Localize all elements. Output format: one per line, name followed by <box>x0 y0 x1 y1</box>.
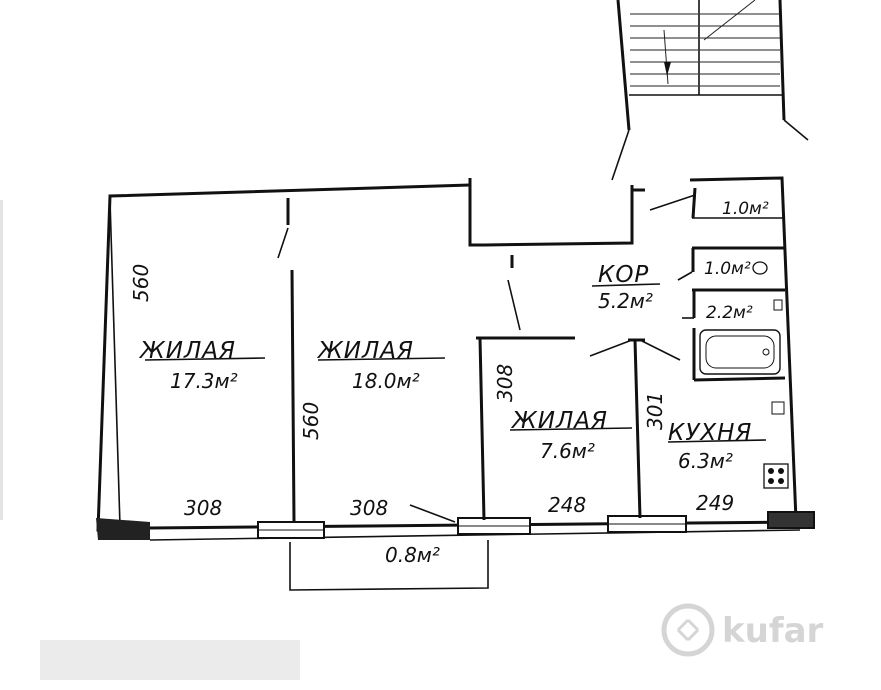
dim-width-room3: 248 <box>548 493 586 517</box>
watermark: kufar <box>661 603 824 657</box>
dim-height-room3: 308 <box>493 364 517 402</box>
room-area-toilet: 1.0м² <box>704 259 751 279</box>
walls <box>96 176 815 591</box>
room-area-kitchen: 6.3м² <box>678 449 733 473</box>
room-name-living2: ЖИЛАЯ <box>316 338 414 364</box>
room-area-corridor: 5.2м² <box>598 289 653 313</box>
room-area-bath: 2.2м² <box>706 303 753 323</box>
room-area-living3: 7.6м² <box>540 439 595 463</box>
dimension-labels: 560 560 308 308 248 249 308 301 <box>129 264 734 520</box>
room-area-balcony: 0.8м² <box>385 543 440 567</box>
dim-height-left: 560 <box>129 264 153 302</box>
room-name-living1: ЖИЛАЯ <box>138 338 236 364</box>
room-area-living2: 18.0м² <box>352 369 420 393</box>
room-labels: ЖИЛАЯ 17.3м² ЖИЛАЯ 18.0м² ЖИЛАЯ 7.6м² КО… <box>138 199 769 567</box>
scan-noise <box>0 200 300 680</box>
dim-height-mid: 560 <box>299 402 323 440</box>
dim-width-room1: 308 <box>184 496 222 520</box>
room-area-storage: 1.0м² <box>722 199 769 219</box>
dim-width-room2: 308 <box>350 496 388 520</box>
dim-width-kitchen: 249 <box>696 491 734 515</box>
room-name-corridor: КОР <box>598 262 649 288</box>
stairwell <box>611 0 809 181</box>
room-name-kitchen: КУХНЯ <box>668 420 752 446</box>
dim-height-kitchen: 301 <box>643 392 667 430</box>
room-name-living3: ЖИЛАЯ <box>510 408 608 434</box>
watermark-text: kufar <box>722 611 824 651</box>
room-area-living1: 17.3м² <box>170 369 238 393</box>
